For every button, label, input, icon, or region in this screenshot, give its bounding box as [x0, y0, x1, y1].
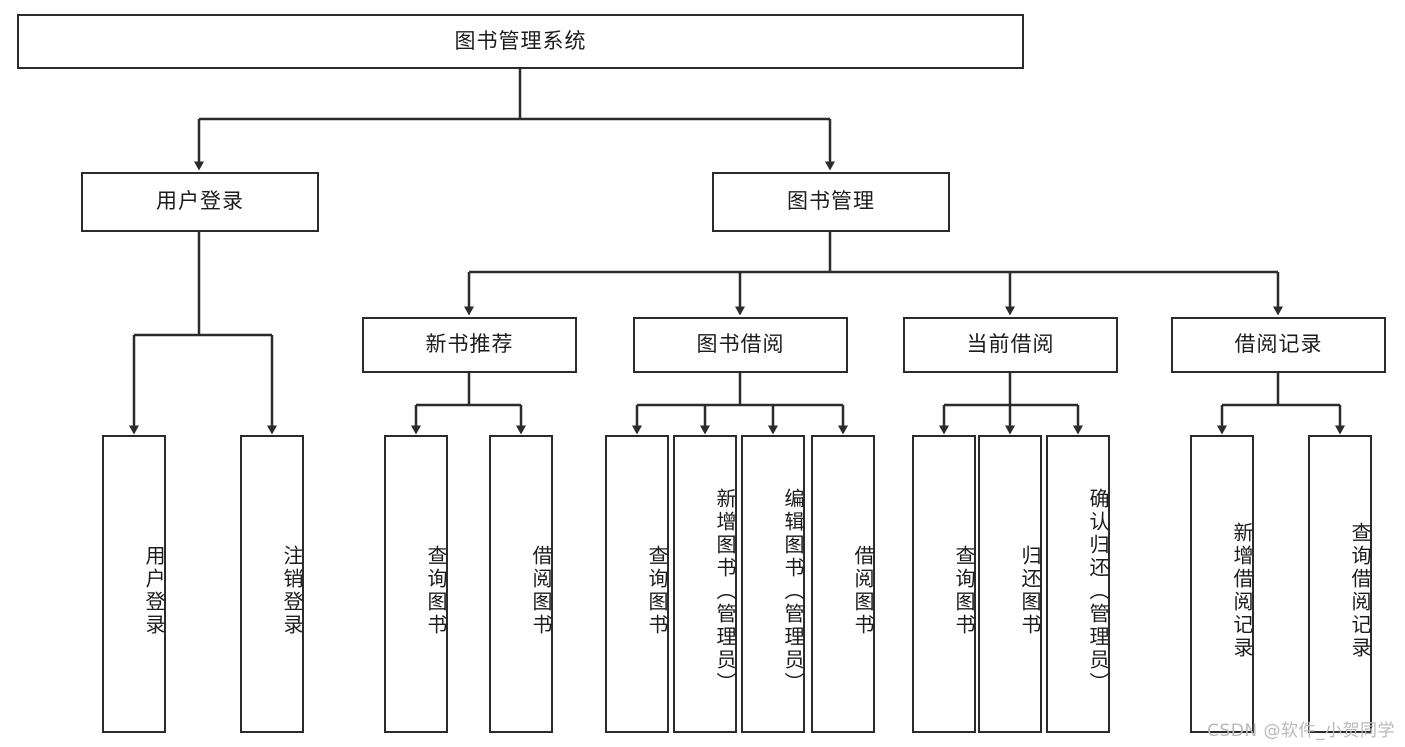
node-borrow-record-label: 借阅记录	[1234, 332, 1323, 357]
node-leaf-add-record[interactable]: 新增借阅记录	[1190, 435, 1254, 733]
node-root-label: 图书管理系统	[454, 28, 587, 53]
node-leaf-return-book[interactable]: 归还图书	[978, 435, 1042, 733]
node-book-borrow[interactable]: 图书借阅	[633, 317, 848, 373]
node-leaf-borrow-book-1[interactable]: 借阅图书	[489, 435, 553, 733]
node-leaf-confirm-return[interactable]: 确认归还（管理员）	[1046, 435, 1110, 733]
node-book-borrow-label: 图书借阅	[696, 332, 785, 357]
node-user-login[interactable]: 用户登录	[81, 172, 319, 232]
node-leaf-add-book[interactable]: 新增图书（管理员）	[673, 435, 737, 733]
node-book-manage-label: 图书管理	[787, 189, 875, 214]
node-root[interactable]: 图书管理系统	[17, 14, 1024, 69]
watermark: CSDN @软件_小贺同学	[1207, 721, 1395, 741]
node-leaf-user-login[interactable]: 用户登录	[102, 435, 166, 733]
node-leaf-edit-book-label: 编辑图书（管理员）	[781, 487, 805, 695]
node-leaf-edit-book[interactable]: 编辑图书（管理员）	[741, 435, 805, 733]
node-leaf-logout[interactable]: 注销登录	[240, 435, 304, 733]
node-user-login-label: 用户登录	[156, 189, 244, 214]
node-leaf-add-record-label: 新增借阅记录	[1230, 522, 1254, 660]
node-leaf-query-book-1-label: 查询图书	[424, 545, 448, 637]
node-leaf-query-book-3[interactable]: 查询图书	[912, 435, 976, 733]
node-leaf-confirm-return-label: 确认归还（管理员）	[1086, 487, 1110, 695]
node-leaf-borrow-book-1-label: 借阅图书	[529, 545, 553, 637]
node-new-book-rec-label: 新书推荐	[425, 332, 514, 357]
node-current-borrow[interactable]: 当前借阅	[903, 317, 1118, 373]
node-leaf-borrow-book-2[interactable]: 借阅图书	[811, 435, 875, 733]
node-book-manage[interactable]: 图书管理	[712, 172, 950, 232]
node-leaf-borrow-book-2-label: 借阅图书	[851, 545, 875, 637]
node-leaf-query-record[interactable]: 查询借阅记录	[1308, 435, 1372, 733]
node-leaf-query-record-label: 查询借阅记录	[1348, 522, 1372, 660]
node-leaf-query-book-1[interactable]: 查询图书	[384, 435, 448, 733]
node-leaf-logout-label: 注销登录	[280, 545, 304, 637]
node-leaf-return-book-label: 归还图书	[1018, 545, 1042, 637]
node-new-book-rec[interactable]: 新书推荐	[362, 317, 577, 373]
node-borrow-record[interactable]: 借阅记录	[1171, 317, 1386, 373]
node-leaf-query-book-2[interactable]: 查询图书	[605, 435, 669, 733]
node-leaf-query-book-2-label: 查询图书	[645, 545, 669, 637]
node-leaf-query-book-3-label: 查询图书	[952, 545, 976, 637]
node-current-borrow-label: 当前借阅	[966, 332, 1055, 357]
node-leaf-add-book-label: 新增图书（管理员）	[713, 487, 737, 695]
node-leaf-user-login-label: 用户登录	[142, 545, 166, 637]
